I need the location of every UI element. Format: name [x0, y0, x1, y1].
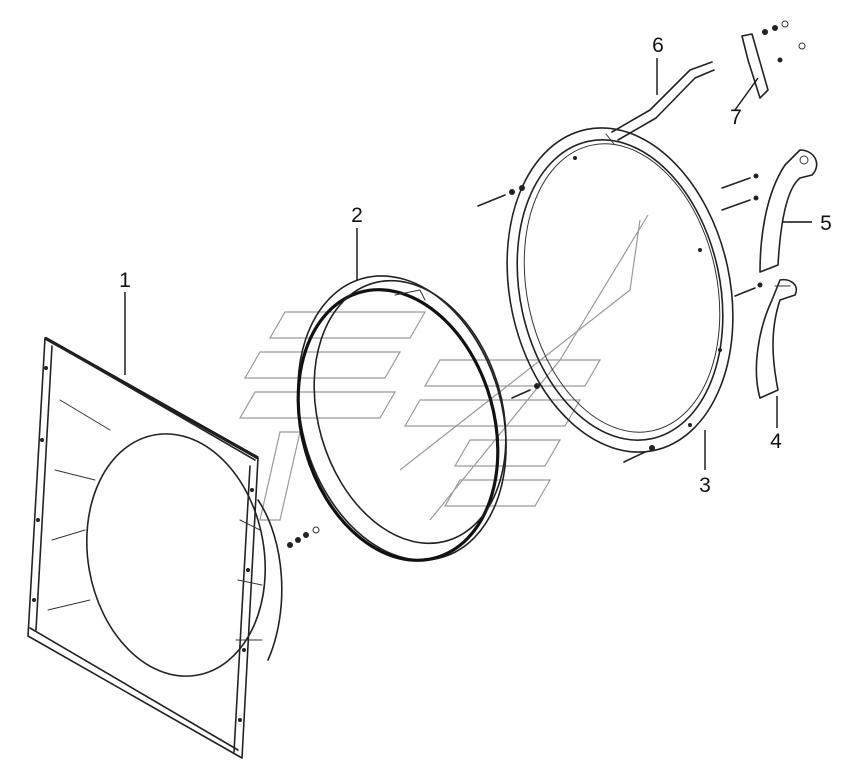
callout-6: 6 [652, 34, 664, 57]
callout-7: 7 [730, 106, 742, 129]
leader-lines [124, 58, 812, 470]
part-3-flange-ring [506, 127, 734, 453]
callout-5: 5 [820, 212, 832, 235]
fasteners-shroud [287, 526, 320, 548]
callout-2: 2 [351, 204, 363, 227]
callout-labels: 1 2 3 4 5 6 7 [119, 34, 832, 497]
part-1-fan-shroud [27, 336, 283, 759]
callout-4: 4 [770, 430, 782, 453]
callout-3: 3 [699, 474, 711, 497]
callout-1: 1 [119, 269, 131, 292]
part-4-lower-strut [755, 278, 798, 399]
part-2-ring [296, 275, 507, 562]
part-6-tie-rod [605, 61, 715, 145]
bolts-flange [477, 173, 763, 463]
part-5-upper-strut [759, 149, 818, 273]
watermark-logo [238, 214, 649, 521]
part-7-bracket-plate [741, 20, 806, 99]
